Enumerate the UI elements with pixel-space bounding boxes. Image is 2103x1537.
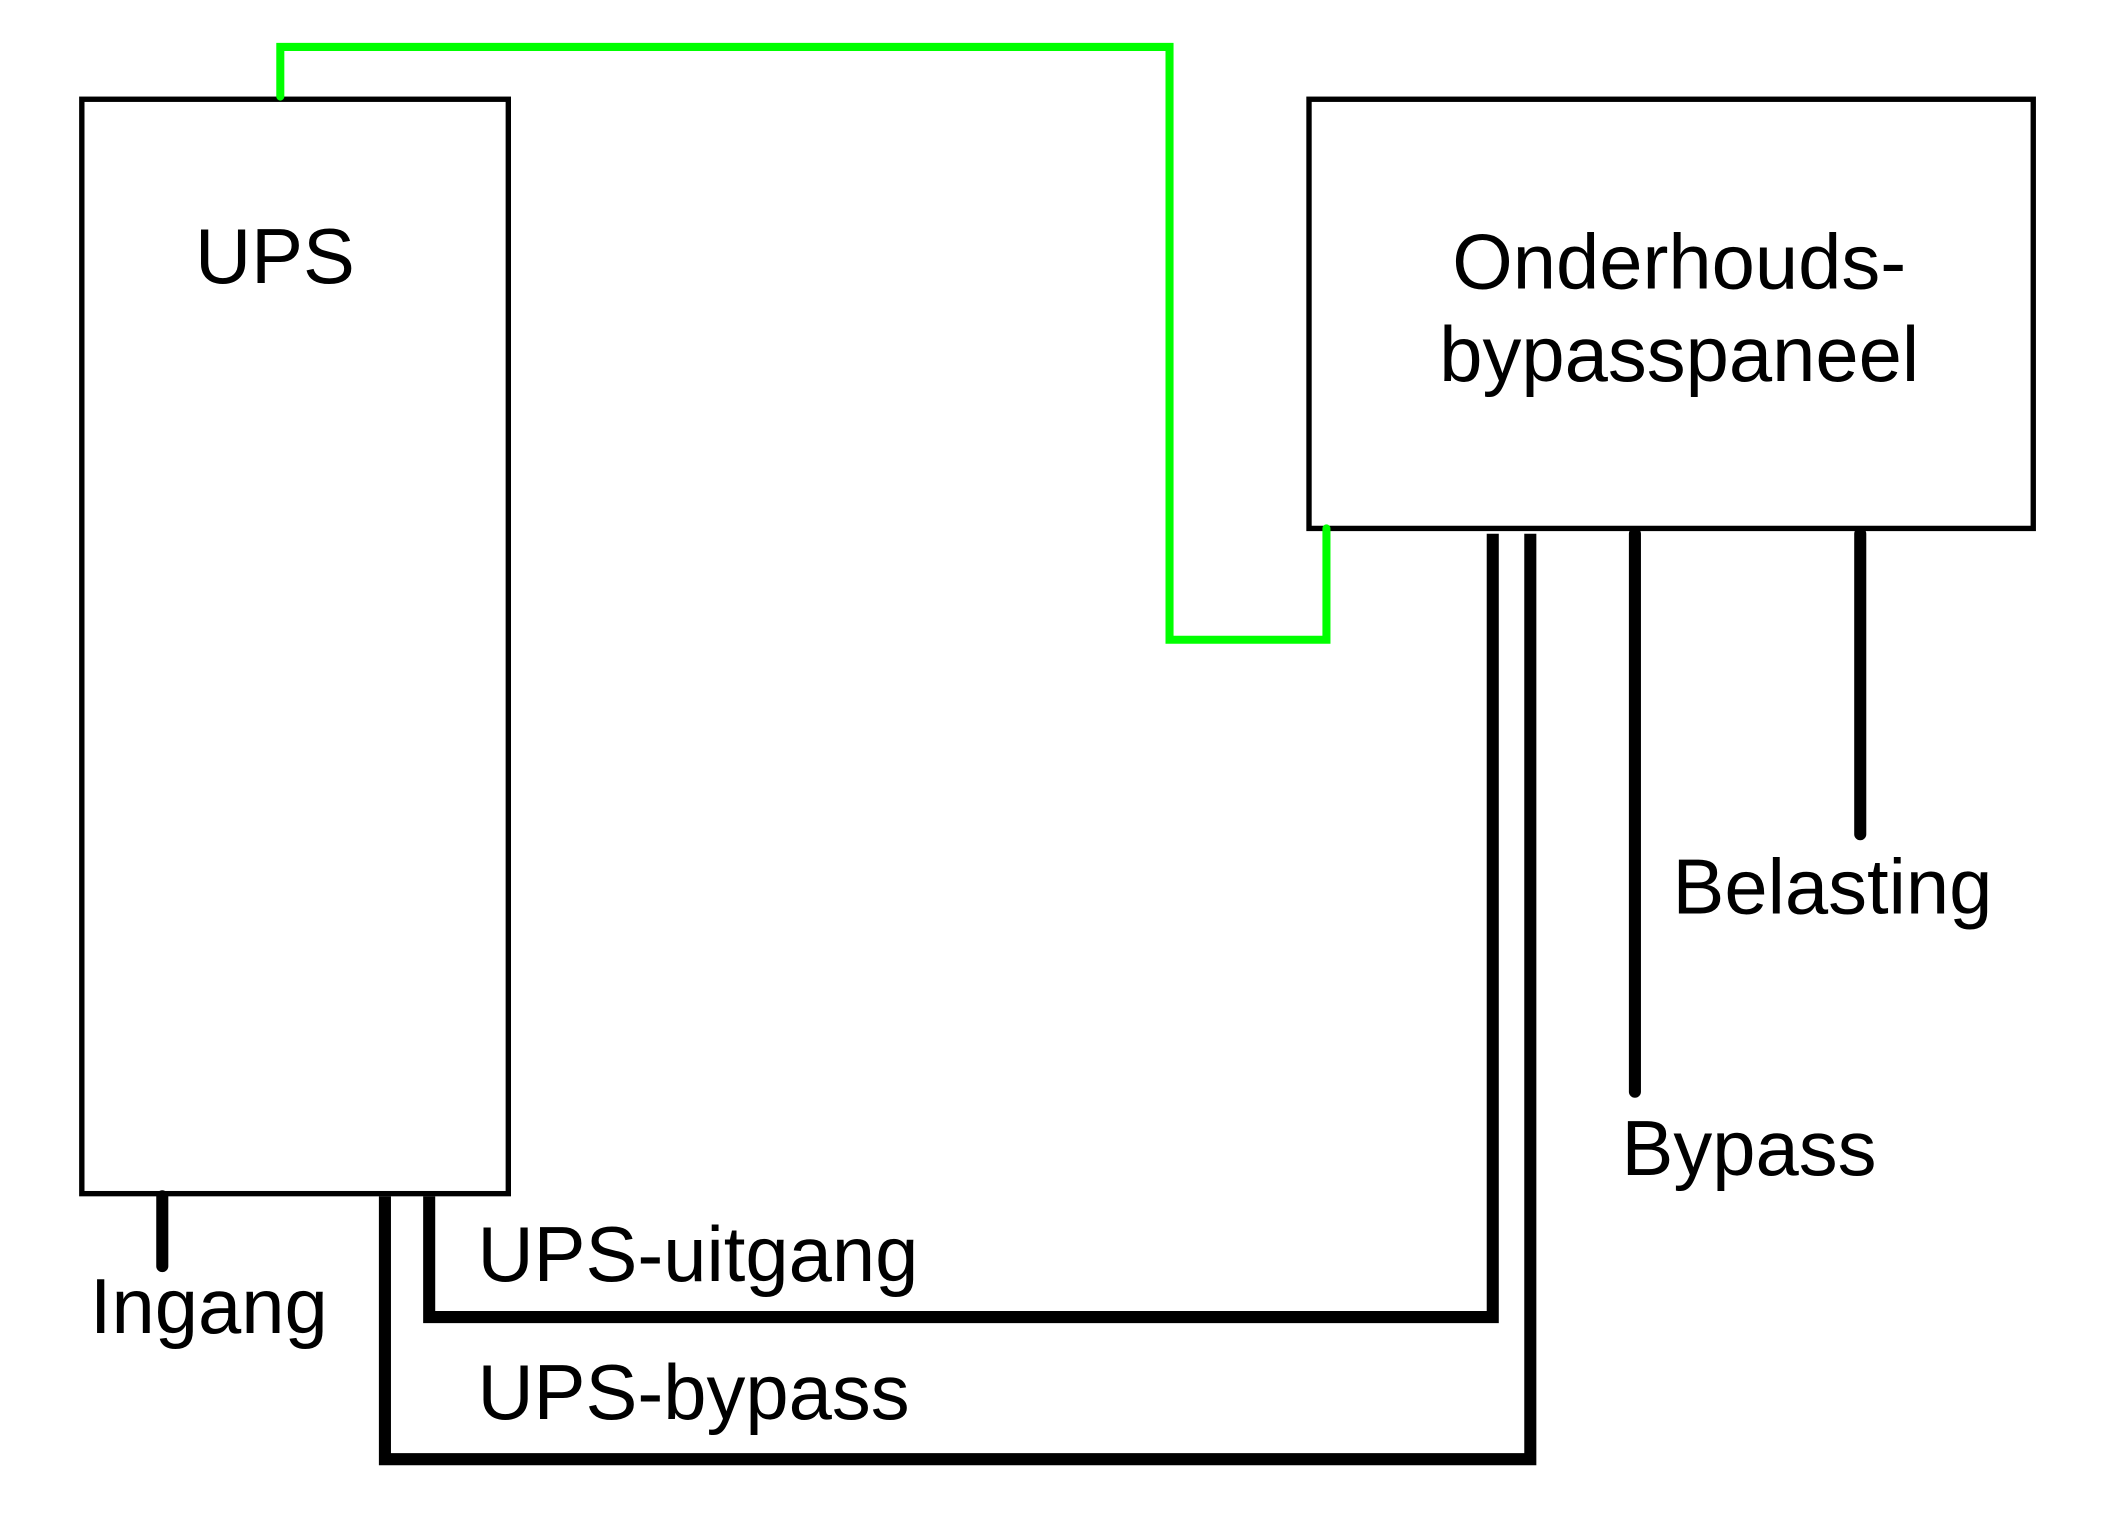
belasting-label: Belasting	[1672, 844, 1992, 930]
ups-label: UPS	[195, 214, 355, 300]
panel-label-line1: Onderhouds-	[1452, 219, 1906, 305]
ups-bypass-label: UPS-bypass	[477, 1350, 909, 1436]
ups-bypass-wire	[378, 533, 1537, 1466]
ups-uitgang-label: UPS-uitgang	[477, 1212, 918, 1298]
panel-label-line2: bypasspaneel	[1439, 312, 1919, 398]
bypass-label: Bypass	[1622, 1106, 1877, 1192]
bypass-panel-box	[1306, 96, 2036, 532]
ingang-label: Ingang	[90, 1264, 328, 1350]
signal-wire	[276, 42, 1331, 644]
ups-box	[79, 96, 511, 1197]
ups-uitgang-wire	[423, 533, 1499, 1324]
